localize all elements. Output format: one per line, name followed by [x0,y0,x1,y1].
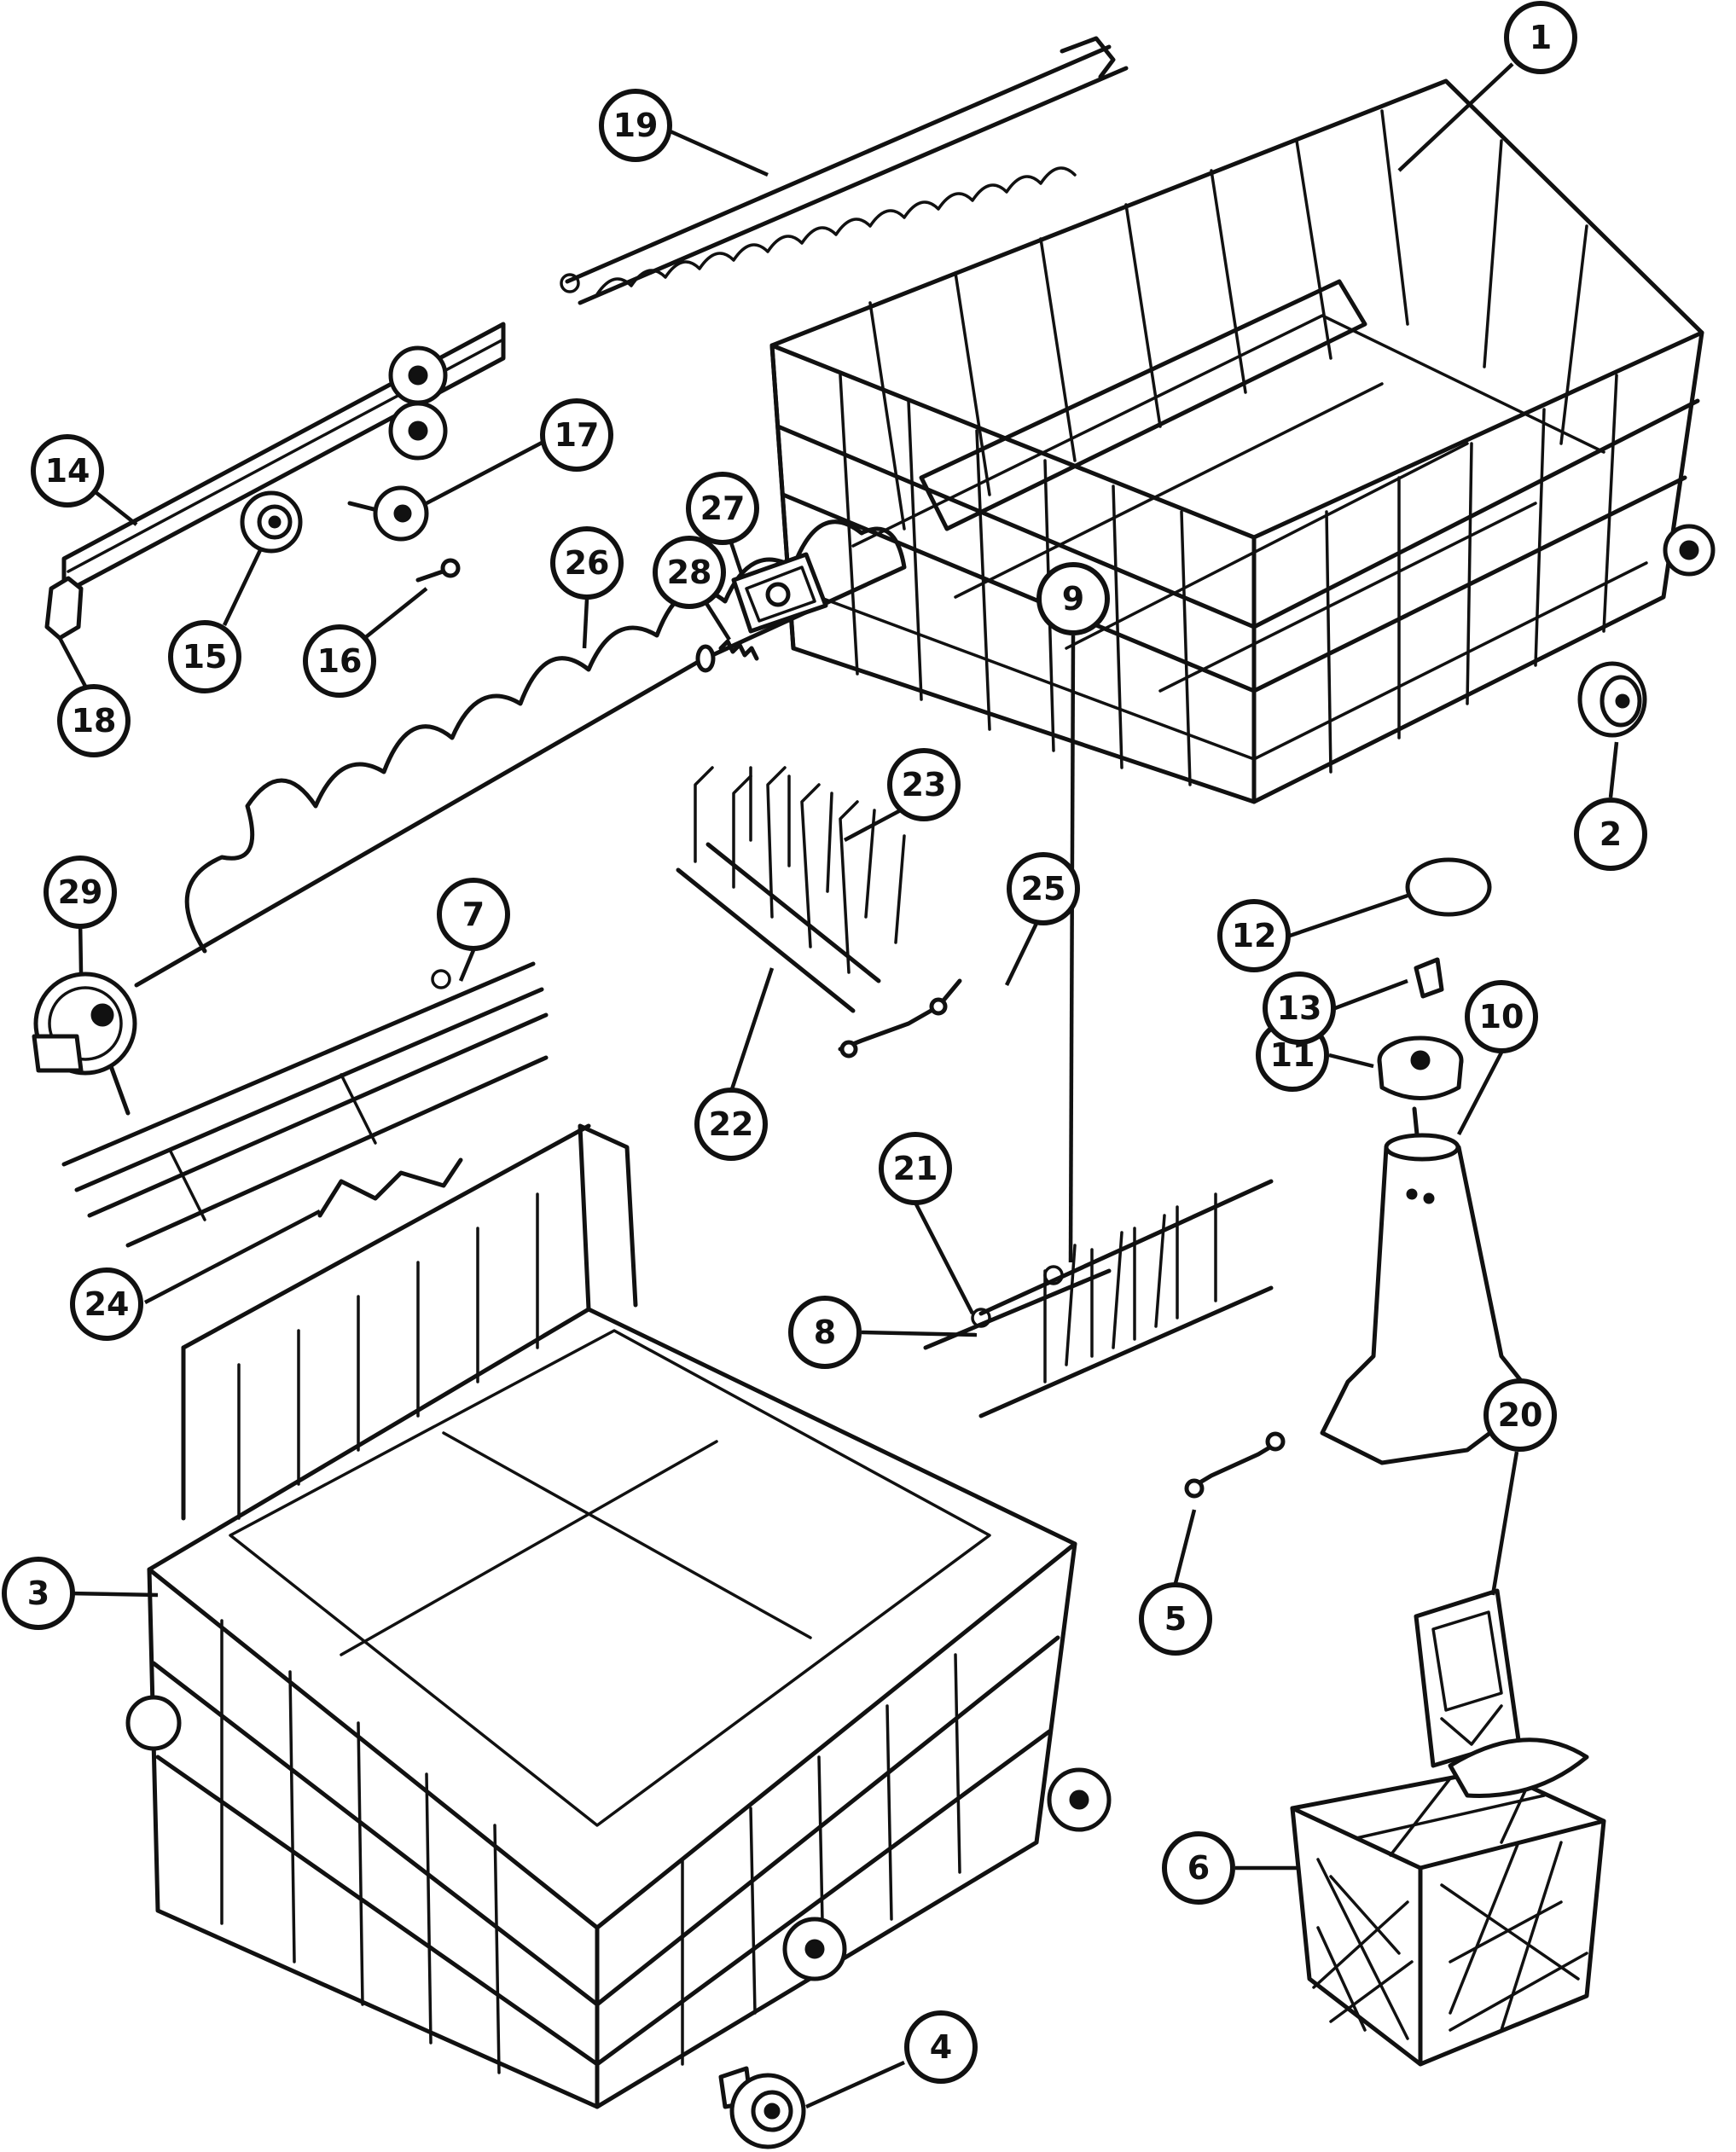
wire-shelf-part-7 [61,961,549,1248]
callout-label: 22 [709,1105,754,1143]
tine-rack-part-8-9-21 [923,1179,1274,1418]
callout-8: 8 [788,1296,862,1369]
callout-1: 1 [1504,1,1577,74]
callout-24: 24 [70,1267,143,1341]
callout-label: 3 [27,1575,49,1612]
callout-5: 5 [1139,1582,1212,1656]
screw-part-16 [415,558,461,583]
callout-3: 3 [2,1557,75,1630]
callout-label: 28 [667,554,712,591]
callout-7: 7 [437,878,510,951]
callout-label: 18 [72,702,117,740]
wheel-part-2 [1577,661,1647,738]
nozzle-part-11 [1377,1035,1464,1100]
callout-6: 6 [1162,1831,1235,1905]
clip-part-25 [838,978,962,1059]
cup-shelf-part-19 [560,36,1129,305]
callout-label: 27 [700,490,746,527]
lower-rack-part-3 [125,1123,1112,2109]
basket-handle-part-20 [1414,1588,1521,1768]
callout-15: 15 [168,620,241,693]
clip-part-5 [1184,1431,1286,1499]
cap-part-12 [1405,857,1492,917]
callout-label: 8 [814,1314,836,1351]
callout-22: 22 [694,1088,768,1161]
clip-part-24 [317,1157,463,1218]
callout-label: 1 [1530,19,1552,56]
callout-21: 21 [879,1132,952,1205]
roller-part-17 [347,485,429,542]
callout-label: 29 [58,873,103,911]
callout-4: 4 [904,2010,978,2084]
callout-label: 21 [893,1150,938,1187]
callout-label: 19 [613,107,659,144]
callout-label: 16 [317,642,363,680]
callout-2: 2 [1574,798,1647,871]
callout-label: 25 [1021,870,1066,908]
callout-label: 10 [1479,998,1524,1035]
callout-label: 9 [1062,580,1084,618]
tine-rack-part-22-23 [676,766,906,1013]
callout-27: 27 [686,472,759,545]
callout-label: 24 [84,1285,130,1323]
callout-20: 20 [1483,1378,1557,1452]
end-cap-part-18 [44,576,84,641]
leader-lines [58,62,1619,2109]
callout-label: 5 [1164,1600,1187,1638]
callout-12: 12 [1217,899,1291,972]
callout-label: 14 [45,452,90,490]
callout-label: 20 [1498,1396,1543,1434]
callout-label: 15 [183,638,228,676]
callout-19: 19 [599,89,672,162]
callout-label: 17 [554,416,600,454]
rail-part-14 [61,322,506,595]
spring-part-28 [718,639,759,661]
callout-label: 6 [1187,1849,1210,1887]
silverware-basket-part-6 [1290,1737,1606,2067]
upper-rack-part-1 [769,78,1716,804]
callout-label: 7 [462,896,485,933]
nut-part-13 [1414,957,1444,999]
callout-23: 23 [887,748,961,821]
callout-28: 28 [653,536,726,609]
feed-tube-part-10 [1320,1106,1538,1465]
callout-17: 17 [540,398,613,472]
callout-18: 18 [57,684,131,757]
callout-13: 13 [1263,972,1336,1045]
callout-16: 16 [303,624,376,698]
callout-label: 26 [565,544,610,582]
callout-label: 13 [1277,989,1322,1027]
callout-10: 10 [1465,980,1538,1053]
wheel-part-4 [718,2066,806,2149]
callout-label: 2 [1600,815,1622,853]
callout-14: 14 [31,434,104,508]
callout-label: 4 [930,2028,952,2066]
callout-9: 9 [1036,562,1110,635]
callout-label: 12 [1232,917,1277,954]
callout-25: 25 [1007,852,1080,925]
roller-part-15 [240,490,303,554]
callout-label: 23 [902,766,947,803]
adjuster-part-29 [32,972,137,1116]
bracket-part-27 [731,552,828,634]
callout-26: 26 [550,526,624,600]
callout-29: 29 [44,856,117,929]
